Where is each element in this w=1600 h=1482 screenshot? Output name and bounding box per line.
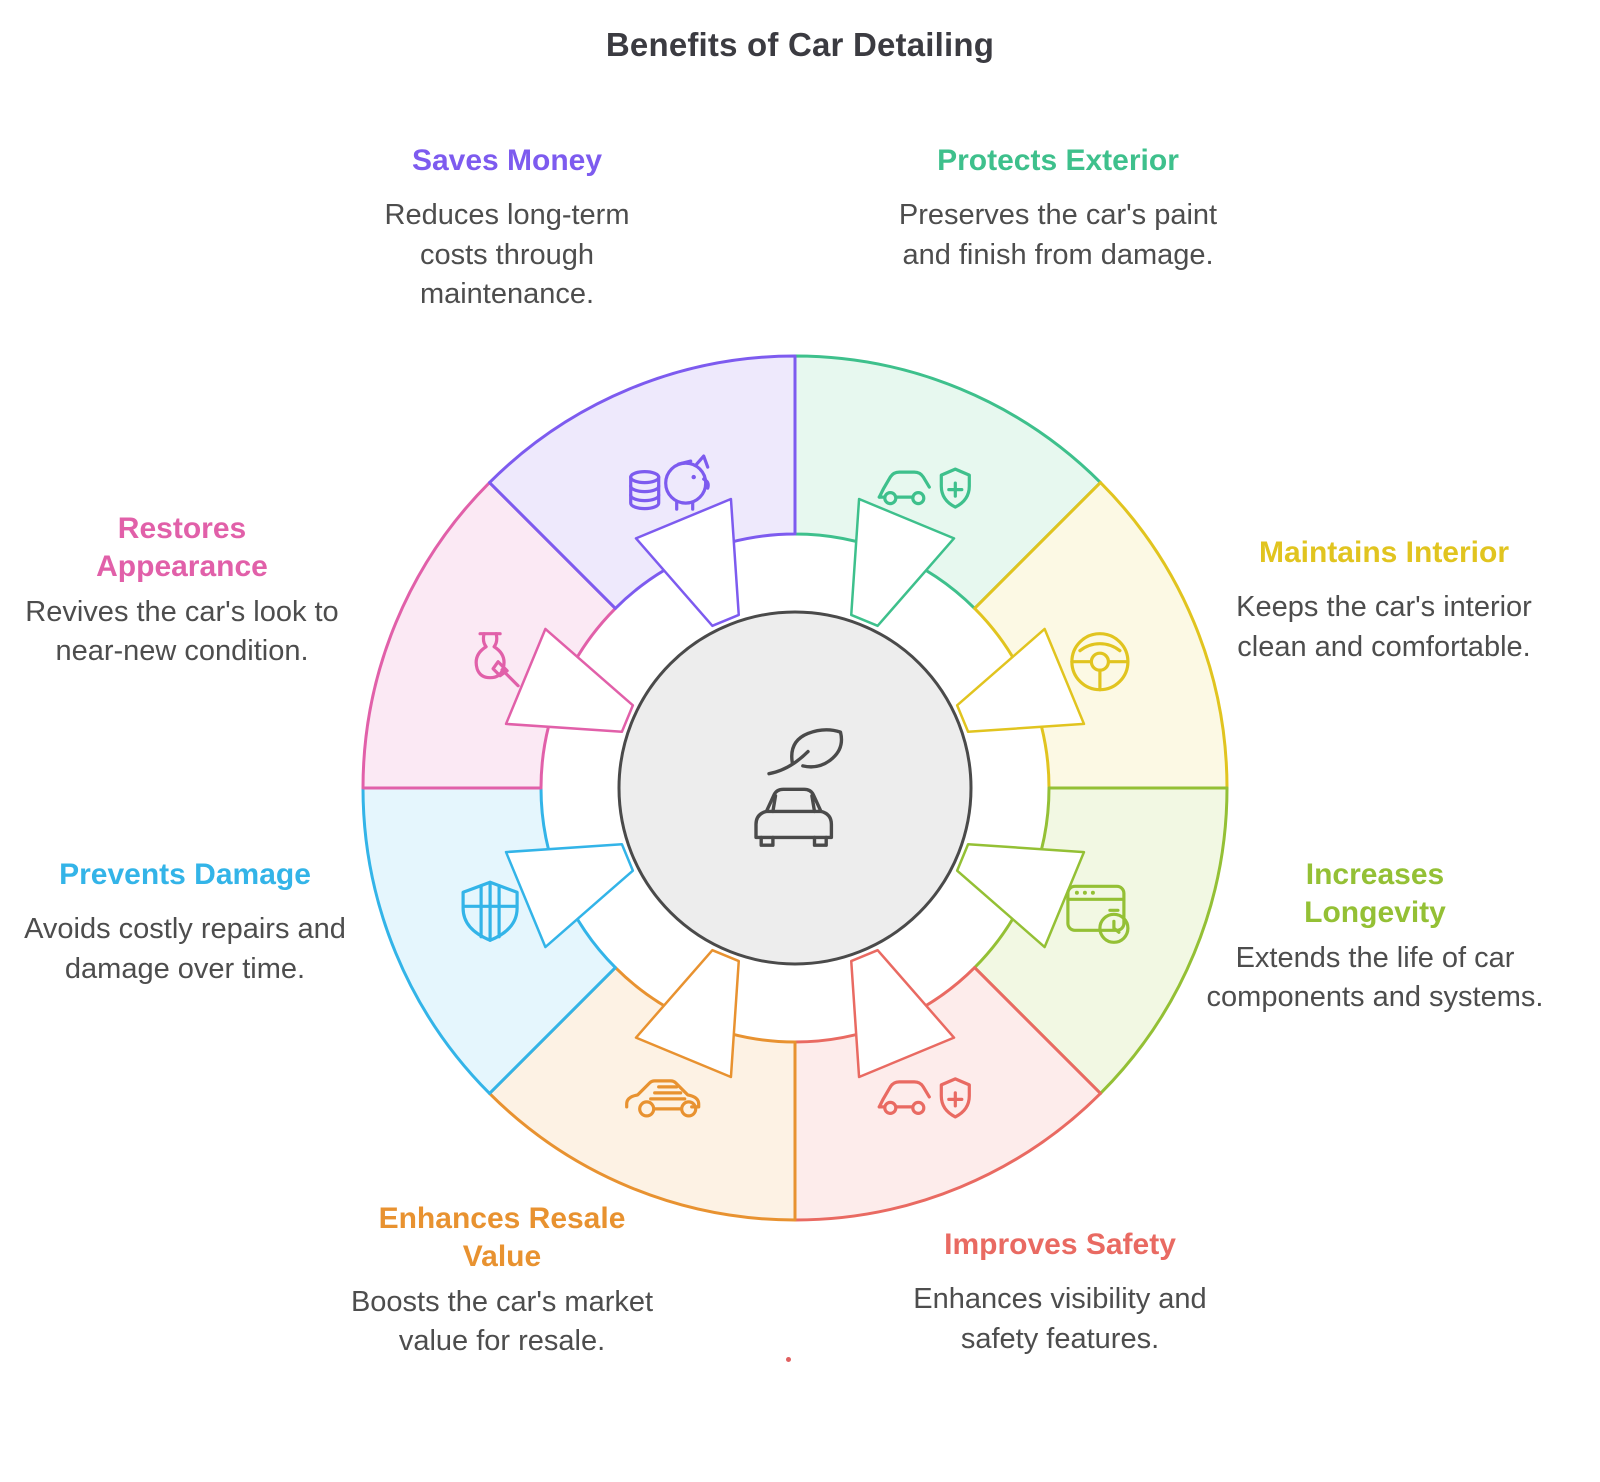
segment-description: Boosts the car's market value for resale…	[350, 1285, 654, 1358]
sports-car-icon	[625, 1079, 701, 1118]
vase-brush-icon	[474, 632, 520, 688]
segment-label-restores-appearance: Restores Appearance Revives the car's lo…	[17, 510, 347, 672]
segment-title: Increases Longevity	[1304, 858, 1446, 930]
segment-enhances-resale-value-pointer	[634, 948, 741, 1079]
segment-label-saves-money: Saves Money Reduces long-term costs thro…	[347, 142, 667, 315]
segment-protects-exterior-pointer	[849, 497, 956, 628]
segment-description: Extends the life of car components and s…	[1206, 941, 1544, 1014]
segment-title: Maintains Interior	[1258, 536, 1510, 569]
car-safety-icon	[877, 1077, 971, 1119]
steering-wheel-icon	[1070, 632, 1130, 692]
segment-saves-money-pointer	[634, 497, 741, 628]
segment-title: Restores Appearance	[96, 512, 268, 584]
segment-description: Keeps the car's interior clean and comfo…	[1236, 591, 1532, 663]
segment-description: Reduces long-term costs through maintena…	[384, 199, 630, 311]
segment-improves-safety-pointer	[849, 948, 956, 1079]
segment-restores-appearance-pointer	[504, 627, 635, 734]
eco-car-icon	[754, 728, 844, 847]
segment-label-protects-exterior: Protects Exterior Preserves the car's pa…	[893, 142, 1223, 275]
segment-description: Preserves the car's paint and finish fro…	[898, 199, 1218, 271]
segment-label-prevents-damage: Prevents Damage Avoids costly repairs an…	[20, 856, 350, 989]
segment-description: Avoids costly repairs and damage over ti…	[24, 913, 346, 985]
segment-prevents-damage-pointer	[504, 842, 635, 949]
segment-label-increases-longevity: Increases Longevity Extends the life of …	[1205, 856, 1545, 1018]
segment-label-maintains-interior: Maintains Interior Keeps the car's inter…	[1214, 534, 1554, 667]
segment-title: Improves Safety	[944, 1228, 1176, 1261]
segment-title: Prevents Damage	[59, 858, 311, 891]
stray-mark	[786, 1357, 791, 1362]
shield-icon	[461, 880, 519, 942]
page-title: Benefits of Car Detailing	[605, 26, 995, 63]
segment-increases-longevity-pointer	[955, 842, 1086, 949]
segment-description: Enhances visibility and safety features.	[913, 1283, 1207, 1355]
segment-label-improves-safety: Improves Safety Enhances visibility and …	[895, 1226, 1225, 1359]
segment-title: Enhances Resale Value	[378, 1202, 626, 1274]
car-shield-icon	[877, 467, 971, 509]
segment-title: Protects Exterior	[937, 144, 1179, 177]
calendar-timer-icon	[1066, 884, 1130, 944]
segment-maintains-interior-pointer	[955, 627, 1086, 734]
segment-title: Saves Money	[411, 144, 603, 177]
segment-label-enhances-resale-value: Enhances Resale Value Boosts the car's m…	[337, 1200, 667, 1362]
piggy-bank-icon	[629, 454, 710, 511]
segment-description: Revives the car's look to near-new condi…	[25, 595, 339, 668]
